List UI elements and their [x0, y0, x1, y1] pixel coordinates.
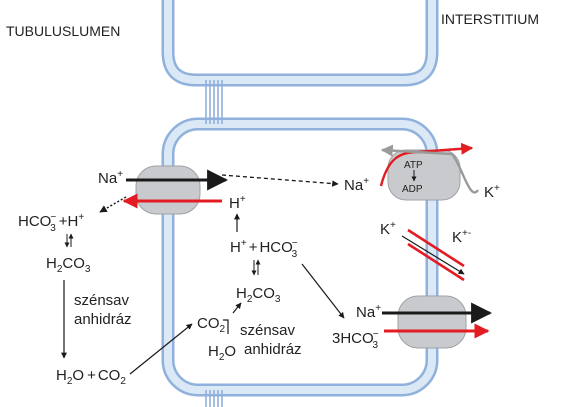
na-luminal-label: Na+ [98, 169, 123, 187]
atp-label: ATP [404, 160, 423, 171]
h-top-label: H+ [229, 194, 246, 212]
atpase-body [387, 149, 461, 201]
tight-junction-top [205, 80, 223, 124]
na-pump-label: Na+ [344, 176, 369, 194]
na-cotransporter-label: Na+ [356, 303, 381, 321]
interstitium-label: INTERSTITIUM [441, 11, 539, 27]
k-channel-outside-label: K+- [452, 228, 471, 246]
cell-membranes [161, 0, 439, 407]
enzyme-luminal-line1: szénsav [74, 292, 130, 309]
cell-equilibrium-arrows [251, 259, 261, 276]
na-hco3-cotransporter [382, 295, 493, 349]
enzyme-cell-line1: szénsav [240, 322, 296, 339]
h2co3-up-arrow [232, 302, 242, 314]
reaction-arrows [61, 174, 345, 375]
exchanger-body [135, 165, 201, 215]
enzyme-cell-line2: anhidráz [244, 341, 302, 358]
k-efflux-arrow [401, 235, 465, 275]
h2co3-cell-label: H2CO3 [236, 285, 281, 305]
upper-cell-membrane [161, 0, 439, 87]
k-channel-inside-label: K+ [380, 220, 396, 238]
h2co3-luminal-label: H2CO3 [46, 255, 91, 275]
co2-diffusion-arrow [129, 323, 193, 375]
water-co2-luminal-label: H2O+CO2 [56, 367, 126, 387]
three-hco3-label: 3HCO−3 [332, 329, 379, 351]
k-pump-arrow [380, 144, 479, 194]
na-intracellular-dashed-arrow [221, 174, 339, 187]
co2-cell-label: CO2 [197, 315, 226, 335]
k-channel [401, 228, 465, 282]
k-channel-bar-2 [407, 242, 465, 282]
co2-h2o-bracket [223, 319, 229, 334]
enzyme-luminal-line2: anhidráz [74, 311, 132, 328]
luminal-equilibrium-arrows [64, 233, 74, 248]
cotransporter-body [397, 295, 467, 349]
na-k-atpase [379, 142, 479, 201]
na-h-exchanger [122, 165, 229, 215]
hco3-luminal-label: HCO−3+H+ [18, 212, 84, 234]
tight-junction-bottom [205, 390, 223, 407]
h-hco3-cell-label: H++HCO−3 [230, 238, 298, 260]
h-to-hco3-dotted-arrow [99, 196, 127, 213]
hco3-to-3hco3-arrow [301, 263, 345, 319]
k-pump-label: K+ [484, 183, 500, 201]
adp-label: ADP [402, 184, 423, 195]
lumen-label: TUBULUSLUMEN [6, 23, 120, 39]
k-channel-bar-1 [407, 228, 465, 268]
h2o-cell-label: H2O [208, 343, 236, 363]
